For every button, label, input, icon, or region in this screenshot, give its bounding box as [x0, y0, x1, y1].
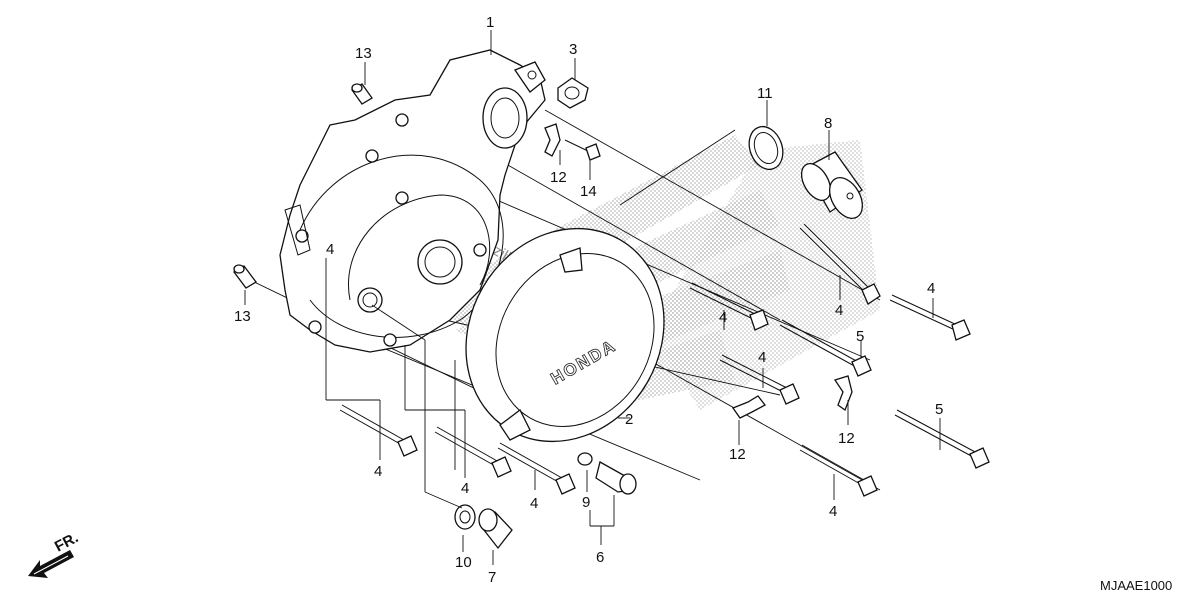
callout-14: 14	[580, 183, 597, 200]
callout-4c: 4	[530, 495, 538, 512]
callout-4a: 4	[374, 463, 382, 480]
callout-4g: 4	[758, 349, 766, 366]
diagram-code: MJAAE1000	[1100, 578, 1172, 593]
callout-5a: 5	[856, 328, 864, 345]
grommet-part	[557, 77, 589, 109]
callout-4b: 4	[461, 480, 469, 497]
front-label: FR.	[52, 529, 81, 555]
o-ring-inner	[753, 132, 779, 164]
callout-4d: 4	[719, 309, 727, 326]
callout-10: 10	[455, 554, 472, 571]
filler-plug-part	[800, 151, 864, 219]
callout-3: 3	[569, 41, 577, 58]
callout-5b: 5	[935, 401, 943, 418]
plug-and-washer-parts	[454, 504, 513, 550]
callout-13a: 13	[355, 45, 372, 62]
callout-1: 1	[486, 14, 494, 31]
callout-9: 9	[582, 494, 590, 511]
callout-4e: 4	[835, 302, 843, 319]
callout-4h: 4	[829, 503, 837, 520]
callout-12b: 12	[838, 430, 855, 447]
drain-bolt-parts	[577, 452, 637, 495]
callout-8: 8	[824, 115, 832, 132]
callout-12c: 12	[729, 446, 746, 463]
callout-11: 11	[757, 85, 773, 102]
outer-cover: HONDA	[465, 227, 665, 443]
callout-7: 7	[488, 569, 496, 586]
front-direction-indicator: FR.	[28, 529, 81, 578]
callout-4f: 4	[927, 280, 935, 297]
callout-13b: 13	[234, 308, 251, 325]
leader-lines	[244, 30, 941, 565]
crankcase-cover	[279, 49, 546, 353]
callout-2: 2	[625, 411, 633, 428]
o-ring-part	[748, 125, 784, 171]
callout-labels: 1 2 3 4 4 4 4 4 4 4 4 4 5 5 6 7 8 9 10 1…	[234, 14, 943, 586]
callout-6: 6	[596, 549, 604, 566]
callout-4i: 4	[326, 241, 334, 258]
bolt-parts	[339, 139, 990, 497]
callout-12a: 12	[550, 169, 567, 186]
dowel-pin-parts	[233, 83, 373, 289]
